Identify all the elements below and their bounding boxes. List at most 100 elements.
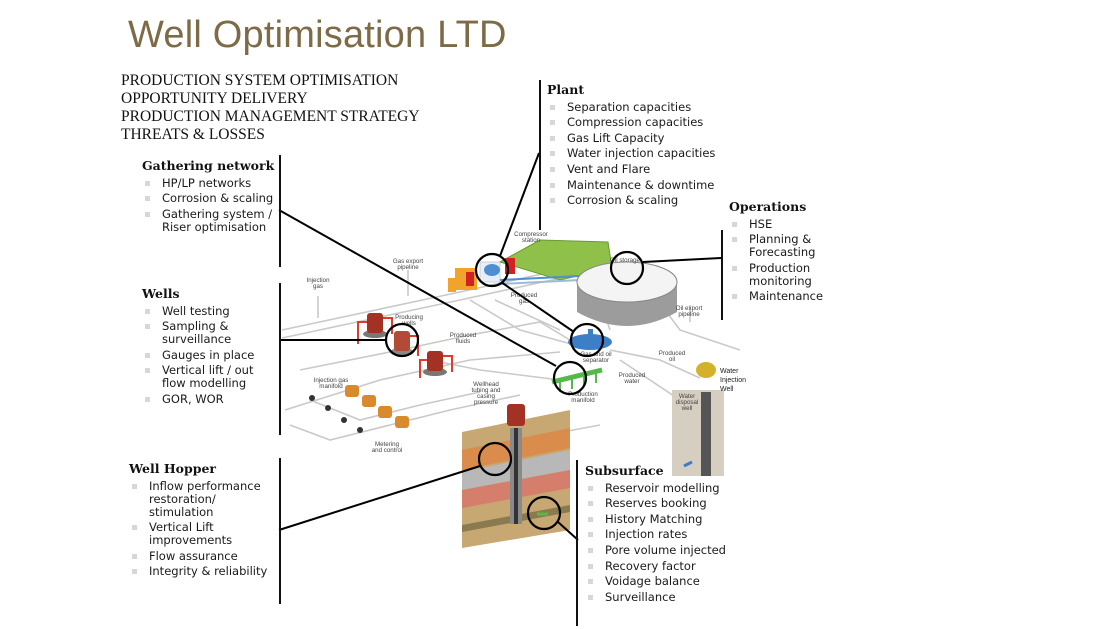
label-water-injection-2: Injection xyxy=(720,377,746,384)
list-item: Integrity & reliability xyxy=(129,565,277,578)
label-producing-wells-2: wells xyxy=(401,320,416,327)
list-item: Production monitoring xyxy=(729,261,839,288)
compressor-station xyxy=(448,239,613,292)
label-injection-manifold-2: manifold xyxy=(319,383,343,390)
theme-item: PRODUCTION MANAGEMENT STRATEGY xyxy=(121,108,420,125)
list-item: Separation capacities xyxy=(547,100,727,114)
circle-separator xyxy=(569,322,605,358)
label-production-manifold: Production xyxy=(568,391,598,398)
connector-separator xyxy=(500,281,575,333)
list-item: Reservoir modelling xyxy=(585,481,735,495)
label-produced-fluids: Produced xyxy=(450,332,477,339)
highlight-circles xyxy=(384,250,645,531)
list-item: GOR, WOR xyxy=(142,392,276,406)
list-item: History Matching xyxy=(585,512,735,526)
oil-storage-tank xyxy=(576,261,678,326)
plant-heading: Plant xyxy=(547,82,585,97)
theme-item: THREATS & LOSSES xyxy=(121,126,265,143)
label-metering-2: and control xyxy=(372,447,403,454)
circle-oil-storage xyxy=(609,250,645,286)
injection-gas-manifold xyxy=(309,385,409,433)
label-produced-gas-2: gas xyxy=(519,298,529,305)
themes-list: PRODUCTION SYSTEM OPTIMISATION OPPORTUNI… xyxy=(121,72,420,144)
list-item: Vertical lift / out flow modelling xyxy=(142,364,276,390)
list-item: Corrosion & scaling xyxy=(547,194,727,207)
connector-plant xyxy=(499,152,540,257)
list-item: Maintenance & downtime xyxy=(547,178,727,192)
subsurface-panel: Subsurface Reservoir modelling Reserves … xyxy=(585,463,735,604)
label-wellhead-3: casing xyxy=(477,393,495,400)
list-item: Recovery factor xyxy=(585,559,735,573)
list-item: Corrosion & scaling xyxy=(142,192,276,205)
label-injection-gas: Injection xyxy=(306,277,330,284)
list-item: Pore volume injected xyxy=(585,543,735,557)
connector-operations xyxy=(642,257,722,263)
list-item: Water injection capacities xyxy=(547,147,727,160)
connector-lines xyxy=(278,152,722,541)
wells-panel: Wells Well testing Sampling & surveillan… xyxy=(142,286,276,406)
bracket-plant xyxy=(539,80,541,230)
label-oil-export-2: pipeline xyxy=(678,311,700,318)
label-separator-2: separator xyxy=(583,357,609,364)
gas-oil-separator xyxy=(568,329,612,350)
label-produced-oil: Produced xyxy=(659,350,686,357)
list-item: HSE xyxy=(729,217,839,231)
label-oil-export: Oil export xyxy=(676,305,703,312)
list-item: Flow assurance xyxy=(129,549,277,563)
label-wellhead: Wellhead xyxy=(473,381,499,388)
label-water-disposal-2: disposal xyxy=(676,399,699,406)
label-produced-fluids-2: fluids xyxy=(456,338,470,345)
production-manifold xyxy=(551,367,603,392)
wells-heading: Wells xyxy=(142,286,180,301)
list-item: Reserves booking xyxy=(585,497,735,510)
label-compressor: Compressor xyxy=(514,231,548,238)
label-produced-water: Produced xyxy=(619,372,646,379)
label-injection-gas-2: gas xyxy=(313,283,323,290)
well-hopper-heading: Well Hopper xyxy=(129,461,216,476)
connector-gathering xyxy=(278,209,557,367)
list-item: Inflow performance restoration/ stimulat… xyxy=(129,479,277,519)
circle-production-manifold xyxy=(552,360,588,396)
plant-panel: Plant Separation capacities Compression … xyxy=(547,82,727,207)
label-production-manifold-2: manifold xyxy=(571,397,595,404)
label-producing-wells: Producing xyxy=(395,314,423,321)
label-water-disposal: Water xyxy=(679,393,695,400)
list-item: Gauges in place xyxy=(142,348,276,362)
list-item: Injection rates xyxy=(585,528,735,541)
label-water-disposal-3: well xyxy=(681,405,693,412)
subsurface-heading: Subsurface xyxy=(585,463,664,478)
list-item: Compression capacities xyxy=(547,116,727,129)
connector-hopper xyxy=(278,465,481,531)
list-item: Vertical Lift improvements xyxy=(129,521,277,547)
list-item: HP/LP networks xyxy=(142,176,276,190)
label-compressor-2: station xyxy=(522,237,541,244)
label-gas-export-2: pipeline xyxy=(397,264,419,271)
page-title: Well Optimisation LTD xyxy=(128,14,507,56)
list-item: Planning & Forecasting xyxy=(729,233,839,259)
bracket-wells xyxy=(279,283,281,435)
label-produced-gas: Produced xyxy=(511,292,538,299)
circle-compressor xyxy=(474,252,510,288)
list-item: Surveillance xyxy=(585,590,735,604)
wellhead xyxy=(419,351,453,378)
circle-reservoir-layers xyxy=(477,441,513,477)
bracket-subsurface xyxy=(576,460,578,626)
connector-subsurface xyxy=(557,521,579,541)
circle-reservoir-inflow xyxy=(526,495,562,531)
label-produced-water-2: water xyxy=(623,378,639,385)
label-injection-manifold: Injection gas xyxy=(314,377,349,384)
bracket-gathering xyxy=(279,155,281,267)
bracket-operations xyxy=(721,230,723,320)
list-item: Maintenance xyxy=(729,290,839,303)
label-oil-storage: Oil storage xyxy=(610,257,640,264)
label-wellhead-2: tubing and xyxy=(472,387,501,394)
theme-item: OPPORTUNITY DELIVERY xyxy=(121,90,308,107)
water-disposal-well xyxy=(672,362,724,476)
bracket-hopper xyxy=(279,458,281,604)
well-hopper-panel: Well Hopper Inflow performance restorati… xyxy=(129,461,277,578)
list-item: Sampling & surveillance xyxy=(142,320,276,346)
theme-item: PRODUCTION SYSTEM OPTIMISATION xyxy=(121,72,399,89)
list-item: Gas Lift Capacity xyxy=(547,131,727,145)
list-item: Vent and Flare xyxy=(547,162,727,176)
